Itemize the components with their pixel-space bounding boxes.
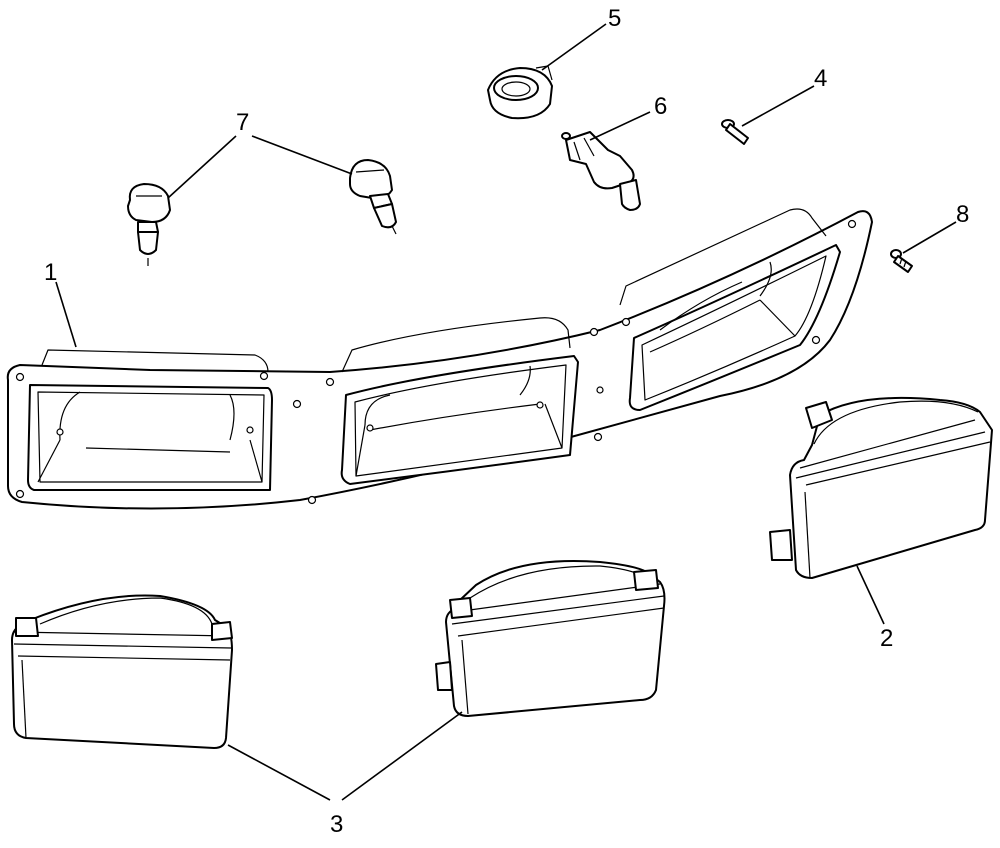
work-lamp-right [769, 396, 993, 579]
leader-6 [589, 111, 651, 141]
leader-3b [341, 711, 463, 801]
callout-1: 1 [44, 259, 57, 286]
leader-7a [167, 135, 237, 199]
leader-3a [227, 744, 331, 801]
leader-1 [55, 281, 77, 348]
retaining-ring-5 [487, 65, 553, 120]
bulb-socket-6 [561, 131, 641, 211]
bezel-opening-center [340, 355, 579, 485]
callout-7: 7 [236, 109, 249, 136]
leader-lines [55, 23, 957, 801]
self-tapping-screw-8 [890, 249, 913, 273]
halogen-bulb-7-left [127, 183, 171, 266]
halogen-bulb-7-right [349, 159, 397, 235]
callout-6: 6 [654, 93, 667, 120]
pin-4 [721, 119, 749, 145]
leader-4 [741, 85, 815, 127]
work-lamp-left [11, 594, 233, 749]
bezel-opening-right [628, 244, 841, 411]
light-mounting-bezel [6, 208, 873, 510]
callout-3: 3 [330, 811, 343, 838]
callout-5: 5 [608, 5, 621, 32]
callout-8: 8 [956, 201, 969, 228]
callouts: 1 2 3 4 5 6 7 8 [44, 5, 969, 838]
leader-5 [541, 23, 607, 71]
bezel-opening-left [27, 384, 273, 491]
leader-8 [902, 221, 957, 254]
callout-2: 2 [880, 625, 893, 652]
work-lamp-center [435, 559, 666, 717]
leader-7b [251, 135, 353, 175]
callout-4: 4 [814, 65, 827, 92]
leader-2 [856, 565, 885, 625]
